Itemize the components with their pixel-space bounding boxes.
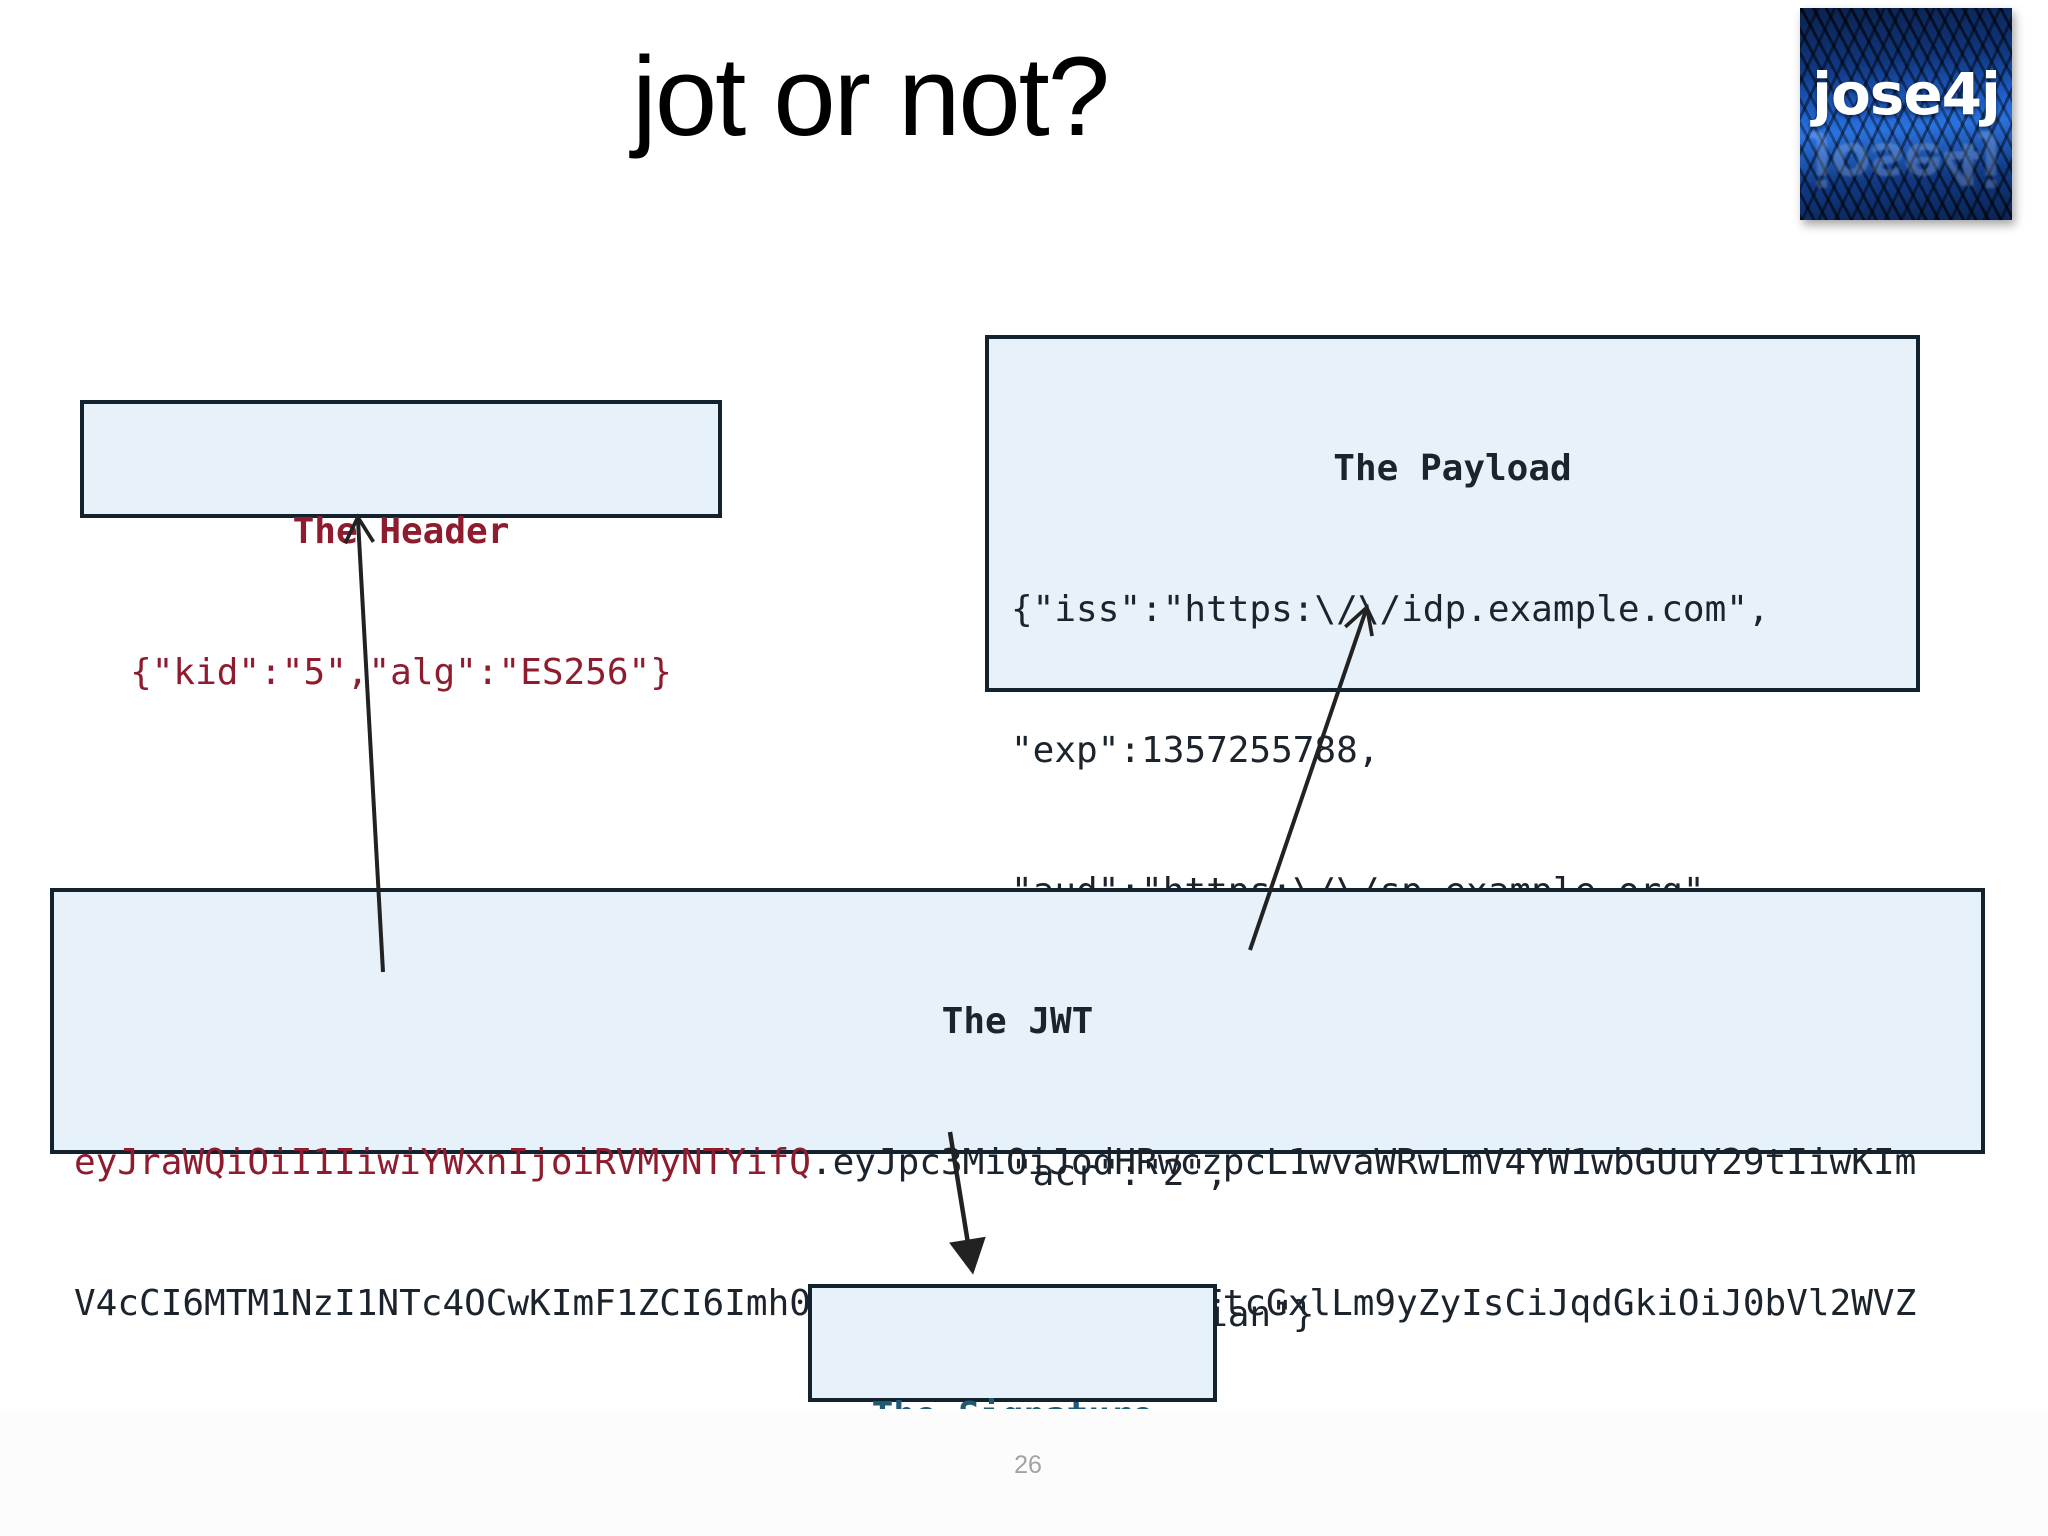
header-box-code: {"kid":"5","alg":"ES256"}	[130, 652, 672, 693]
slide-title: jot or not?	[631, 34, 1110, 159]
page-number: 26	[1014, 1451, 1042, 1479]
payload-box: The Payload {"iss":"https:\/\/idp.exampl…	[985, 335, 1920, 1335]
jose4j-logo-text: jose4j	[1812, 60, 2001, 128]
payload-box-title: The Payload	[1333, 448, 1572, 489]
jwt-header-segment: eyJraWQiOiI1IiwiYWxnIjoiRVMyNTYifQ	[74, 1142, 811, 1183]
header-box-title: The Header	[292, 511, 510, 552]
signature-box: The Signature [computery junk]	[808, 1284, 1217, 1436]
jwt-box: The JWT eyJraWQiOiI1IiwiYWxnIjoiRVMyNTYi…	[50, 888, 1985, 1465]
jwt-payload-segment: .eyJpc3MiOiJodHRwczpcL1wvaWRwLmV4YW1wbGU…	[810, 1142, 1917, 1183]
header-box: The Header {"kid":"5","alg":"ES256"}	[80, 400, 722, 693]
payload-line: "exp":1357255788,	[1011, 730, 1380, 771]
jose4j-logo-reflection: jose4j	[1812, 130, 2000, 198]
jwt-line: eyJraWQiOiI1IiwiYWxnIjoiRVMyNTYifQ.eyJpc…	[74, 1139, 1981, 1186]
payload-line: "acr":"2",	[1011, 1153, 1228, 1194]
payload-line: {"iss":"https:\/\/idp.example.com",	[1011, 589, 1770, 630]
footer-band: 26	[0, 1409, 2048, 1536]
jose4j-logo: jose4j jose4j	[1800, 8, 2012, 220]
jwt-box-title: The JWT	[941, 1001, 1094, 1042]
